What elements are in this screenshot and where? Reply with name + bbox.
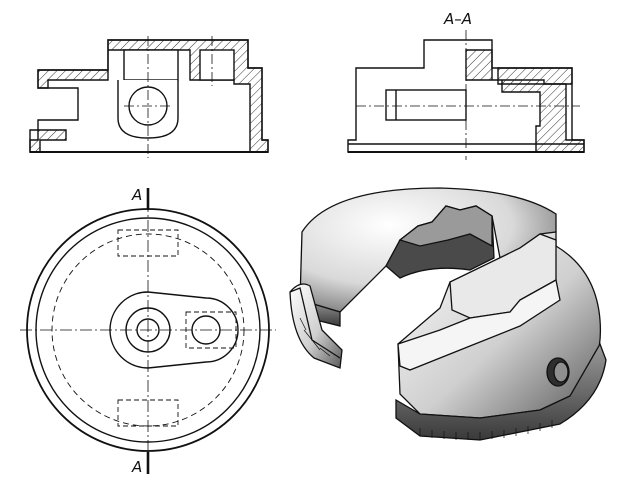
- isometric-view: [289, 187, 607, 441]
- front-view: [29, 36, 269, 158]
- cut-mark-bottom: A: [131, 458, 142, 476]
- section-view-a-a: A–A: [347, 10, 585, 160]
- top-view: A A: [20, 186, 276, 476]
- cut-mark-top: A: [131, 186, 142, 204]
- section-label: A–A: [443, 10, 472, 28]
